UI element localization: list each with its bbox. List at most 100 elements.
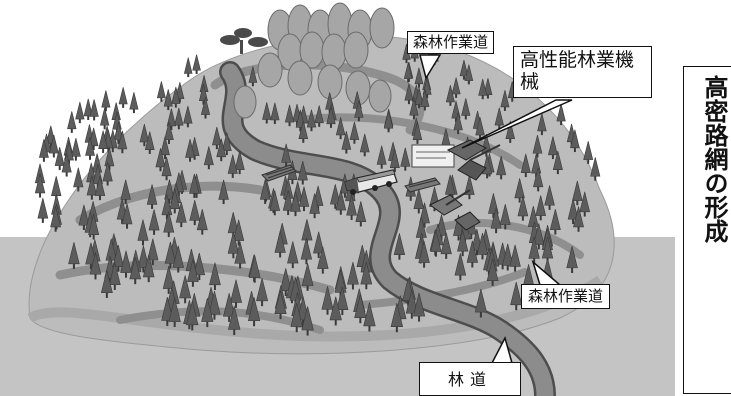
conifer-tree: [48, 134, 59, 158]
conifer-tree: [474, 288, 487, 318]
label-forest-work-road-top: 森林作業道: [407, 31, 495, 55]
conifer-tree: [102, 161, 113, 186]
conifer-tree: [227, 154, 238, 178]
conifer-tree: [99, 107, 110, 130]
conifer-tree: [321, 286, 334, 315]
conifer-tree: [160, 136, 170, 160]
conifer-tree: [175, 201, 187, 228]
conifer-tree: [148, 209, 160, 235]
vertical-title: 高密路網の形成: [700, 75, 728, 243]
conifer-tree: [113, 122, 124, 145]
conifer-tree: [354, 294, 367, 324]
conifer-tree: [234, 241, 246, 269]
conifer-tree: [520, 153, 531, 178]
conifer-tree: [412, 121, 423, 144]
conifer-tree: [329, 296, 342, 326]
forest-road-surface: [221, 63, 554, 396]
conifer-tree: [189, 199, 201, 226]
conifer-tree: [403, 62, 413, 83]
conifer-tree: [94, 175, 106, 201]
conifer-tree: [478, 78, 488, 100]
conifer-tree: [227, 231, 240, 259]
conifer-tree: [453, 112, 463, 135]
conifer-tree: [317, 246, 329, 274]
conifer-tree: [262, 102, 272, 124]
conifer-tree: [570, 129, 580, 153]
conifer-tree: [183, 105, 193, 128]
conifer-forest: [34, 42, 601, 336]
conifer-tree: [34, 173, 46, 198]
conifer-tree: [454, 253, 467, 281]
conifer-tree: [73, 167, 84, 192]
conifer-tree: [464, 175, 475, 200]
conifer-tree: [112, 244, 124, 272]
conifer-tree: [189, 173, 200, 198]
conifer-tree: [413, 188, 425, 214]
conifer-tree: [313, 231, 325, 259]
conifer-tree: [548, 136, 558, 160]
conifer-tree: [494, 107, 504, 130]
conifer-tree: [216, 138, 227, 162]
conifer-tree: [476, 233, 489, 260]
label-forest-road: 林道: [419, 362, 521, 396]
conifer-tree: [349, 121, 360, 144]
conifer-tree: [419, 202, 430, 228]
conifer-tree: [341, 131, 352, 154]
conifer-tree: [274, 231, 286, 258]
conifer-tree: [466, 240, 479, 268]
conifer-tree: [566, 246, 578, 273]
conifer-tree: [75, 101, 85, 124]
conifer-tree: [85, 137, 95, 160]
label-high-performance-machinery: 高性能林業機械: [513, 46, 652, 98]
conifer-tree: [162, 266, 175, 294]
conifer-tree: [556, 103, 566, 126]
conifer-tree: [301, 263, 314, 291]
callout-pointers: [419, 54, 573, 364]
conifer-tree: [164, 179, 175, 204]
conifer-tree: [505, 120, 516, 143]
conifer-tree: [121, 203, 133, 229]
conifer-tree: [120, 250, 132, 278]
conifer-tree: [223, 293, 236, 322]
conifer-tree: [218, 179, 229, 205]
conifer-tree: [544, 185, 555, 210]
conifer-tree: [37, 197, 49, 223]
log-truck: [344, 169, 398, 195]
conifer-tree: [346, 195, 357, 220]
conifer-tree: [228, 305, 241, 336]
conifer-tree: [98, 130, 108, 153]
conifer-tree: [146, 184, 158, 209]
conifer-tree: [212, 126, 222, 150]
conifer-tree: [360, 261, 373, 290]
conifer-tree: [300, 237, 313, 265]
conifer-tree: [535, 195, 547, 221]
conifer-tree: [393, 233, 406, 260]
conifer-tree: [451, 77, 461, 98]
conifer-tree: [486, 258, 499, 286]
conifer-tree: [590, 157, 601, 181]
conifer-tree: [88, 213, 100, 240]
conifer-tree: [137, 245, 150, 273]
conifer-tree: [259, 179, 271, 204]
conifer-tree: [420, 89, 430, 111]
conifer-tree: [389, 148, 400, 173]
conifer-tree: [247, 297, 261, 327]
conifer-tree: [528, 236, 540, 264]
conifer-tree: [201, 298, 214, 328]
conifer-tree: [363, 302, 376, 332]
conifer-tree: [139, 124, 150, 147]
conifer-tree: [89, 99, 99, 121]
conifer-tree: [161, 156, 172, 181]
conifer-tree: [196, 209, 208, 235]
conifer-tree: [354, 100, 364, 122]
conifer-tree: [155, 148, 166, 172]
conifer-tree: [233, 219, 245, 246]
conifer-tree: [164, 121, 174, 144]
conifer-tree: [169, 188, 181, 214]
conifer-tree: [335, 117, 346, 140]
conifer-tree: [400, 147, 411, 171]
conifer-tree: [171, 86, 181, 108]
conifer-tree: [248, 255, 261, 283]
conifer-tree: [70, 137, 81, 161]
broadleaf-trees: [233, 2, 395, 119]
